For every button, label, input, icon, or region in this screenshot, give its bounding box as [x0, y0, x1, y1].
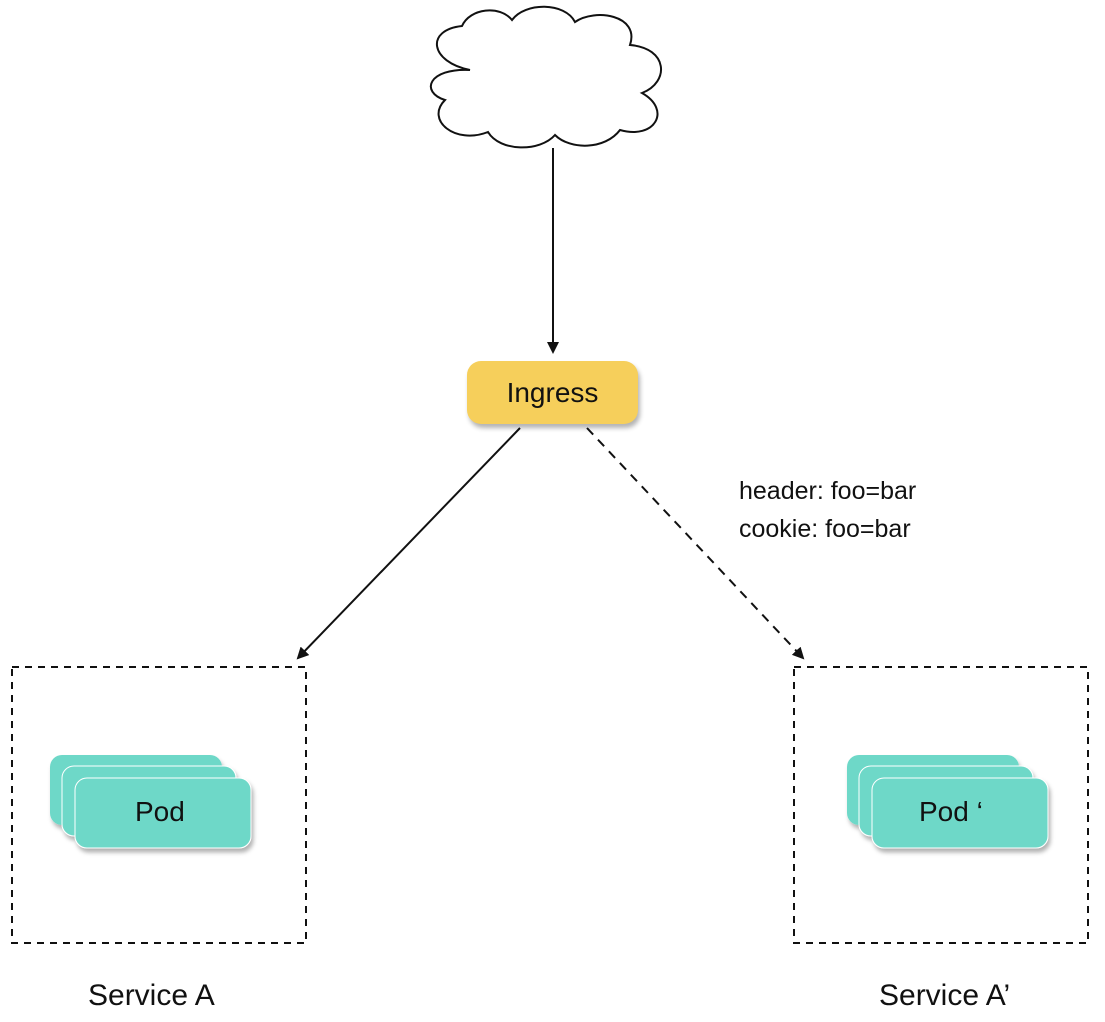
pod-stack-icon [50, 755, 252, 849]
internet-cloud-icon [429, 5, 663, 149]
rule-cookie-label: cookie: foo=bar [739, 515, 911, 543]
ingress-node: Ingress [467, 361, 638, 424]
pod-label: Pod [135, 796, 185, 827]
service-a-prime-boundary [793, 666, 1089, 944]
ingress-label: Ingress [506, 376, 599, 408]
service-a-label: Service A [88, 979, 215, 1012]
rule-header-label: header: foo=bar [739, 477, 917, 505]
pod-stack-icon [847, 755, 1049, 849]
edge-ingress-to-service-a [296, 427, 521, 660]
service-a-prime-label: Service A’ [879, 979, 1011, 1012]
service-a-boundary [11, 666, 307, 944]
pod-label: Pod ‘ [919, 796, 983, 827]
edge-ingress-to-service-a-prime [586, 427, 805, 660]
